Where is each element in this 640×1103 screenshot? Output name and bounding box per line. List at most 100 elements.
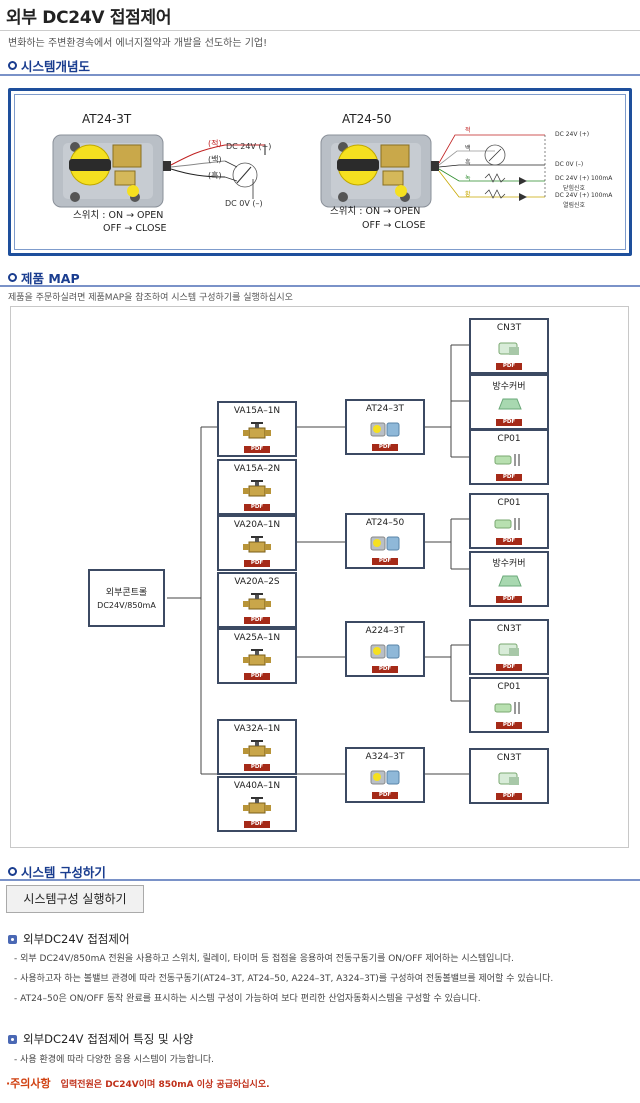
pdf-link[interactable]: PDF: [244, 446, 270, 453]
cp-thumbnail-icon: [494, 702, 520, 714]
node-label: AT24–3T: [365, 404, 405, 414]
node-label: CN3T: [496, 323, 522, 333]
actuator-thumbnail-icon: [370, 644, 400, 659]
section-divider: [0, 285, 640, 287]
closed-signal-label: 닫힘신호: [563, 185, 586, 192]
right-dc-positive: DC 24V (+): [555, 131, 590, 138]
wire-label-5: 황: [465, 191, 471, 198]
pdf-link[interactable]: PDF: [496, 664, 522, 671]
pdf-link[interactable]: PDF: [372, 666, 398, 673]
wire-label-red: (적): [208, 139, 222, 148]
square-bullet-icon: [8, 1034, 17, 1044]
node-label: CP01: [497, 682, 521, 692]
accessory-node[interactable]: CN3T PDF: [469, 619, 549, 675]
concept-drawing: [52, 134, 546, 208]
valve-node[interactable]: VA25A–1N PDF: [217, 628, 297, 684]
pdf-link[interactable]: PDF: [244, 504, 270, 511]
valve-thumbnail-icon: [243, 422, 271, 439]
valve-thumbnail-icon: [243, 740, 271, 757]
valve-thumbnail-icon: [243, 480, 271, 497]
pdf-link[interactable]: PDF: [372, 558, 398, 565]
right-switch-on-label: 스위치 : ON → OPEN: [330, 206, 421, 217]
pdf-link[interactable]: PDF: [496, 419, 522, 426]
valve-node[interactable]: VA15A–1N PDF: [217, 401, 297, 457]
pdf-link[interactable]: PDF: [496, 793, 522, 800]
accessory-node[interactable]: 방수커버 PDF: [469, 551, 549, 607]
node-label: 방수커버: [492, 382, 526, 392]
pdf-link[interactable]: PDF: [244, 560, 270, 567]
wire-label-2: 백: [465, 145, 471, 152]
pdf-link[interactable]: PDF: [244, 617, 270, 624]
connector-thumbnail-icon: [498, 342, 519, 355]
cover-thumbnail-icon: [498, 575, 522, 587]
section-divider: [0, 879, 640, 881]
wire-label-white: (백): [208, 155, 222, 164]
valve-node[interactable]: VA20A–2S PDF: [217, 572, 297, 628]
valve-node[interactable]: VA15A–2N PDF: [217, 459, 297, 515]
actuator-node[interactable]: AT24–3T PDF: [345, 399, 425, 455]
valve-thumbnail-icon: [243, 536, 271, 553]
map-description: 제품을 주문하실려면 제품MAP을 참조하여 시스템 구성하기를 실행하십시오: [8, 293, 293, 303]
pdf-link[interactable]: PDF: [244, 821, 270, 828]
pdf-link[interactable]: PDF: [244, 673, 270, 680]
node-label: CN3T: [496, 624, 522, 634]
caution-text: 입력전원은 DC24V이며 850mA 이상 공급하십시오.: [60, 1080, 270, 1090]
connector-thumbnail-icon: [498, 643, 519, 656]
description-line: - 외부 DC24V/850mA 전원을 사용하고 스위치, 릴레이, 타이머 …: [14, 954, 514, 964]
node-label: CP01: [497, 434, 521, 444]
pdf-link[interactable]: PDF: [372, 792, 398, 799]
pdf-link[interactable]: PDF: [496, 363, 522, 370]
description-line: - 사용 환경에 따라 다양한 응용 시스템이 가능합니다.: [14, 1055, 215, 1065]
wire-label-3: 흑: [465, 159, 471, 166]
caution-label: ·주의사항: [6, 1077, 51, 1090]
node-label: 방수커버: [492, 559, 526, 569]
external-control-node: 외부콘트롤 DC24V/850mA: [88, 569, 165, 627]
closed-signal-spec: DC 24V (+) 100mA: [555, 175, 613, 182]
node-label: VA32A–1N: [233, 724, 281, 734]
valve-thumbnail-icon: [243, 797, 271, 814]
open-signal-spec: DC 24V (+) 100mA: [555, 192, 613, 199]
pdf-link[interactable]: PDF: [372, 444, 398, 451]
right-switch-off-label: OFF → CLOSE: [362, 220, 426, 231]
wire-label-1: 적: [465, 127, 471, 134]
pdf-link[interactable]: PDF: [496, 538, 522, 545]
subsection-heading-features: 외부DC24V 접점제어 특징 및 사양: [8, 1031, 193, 1047]
description-line: - 사용하고자 하는 볼밸브 관경에 따라 전동구동기(AT24–3T, AT2…: [14, 974, 554, 984]
switch-on-label: 스위치 : ON → OPEN: [73, 210, 164, 221]
run-system-builder-button[interactable]: 시스템구성 실행하기: [6, 885, 144, 913]
node-label: AT24–50: [365, 518, 405, 528]
pdf-link[interactable]: PDF: [496, 722, 522, 729]
accessory-node[interactable]: 방수커버 PDF: [469, 374, 549, 430]
valve-thumbnail-icon: [243, 593, 271, 610]
pdf-link[interactable]: PDF: [496, 596, 522, 603]
map-connectors: [167, 344, 469, 775]
pdf-link[interactable]: PDF: [244, 764, 270, 771]
switch-off-label: OFF → CLOSE: [103, 223, 167, 234]
pdf-link[interactable]: PDF: [496, 474, 522, 481]
cp-thumbnail-icon: [494, 454, 520, 466]
valve-node[interactable]: VA32A–1N PDF: [217, 719, 297, 775]
system-concept-diagram: AT24-3T (적) DC 24V (+) (백) (흑) DC 0V (–)…: [8, 88, 632, 256]
description-line: - AT24–50은 ON/OFF 동작 완료를 표시하는 시스템 구성이 가능…: [14, 994, 481, 1004]
node-label: VA20A–2S: [234, 577, 280, 587]
section-heading-concept: 시스템개념도: [8, 56, 90, 75]
accessory-node[interactable]: CN3T PDF: [469, 318, 549, 374]
header-divider: [0, 30, 640, 31]
valve-thumbnail-icon: [243, 649, 271, 666]
node-label: VA15A–1N: [233, 406, 281, 416]
node-label: VA25A–1N: [233, 633, 281, 643]
actuator-thumbnail-icon: [370, 536, 400, 551]
node-label: VA15A–2N: [233, 464, 281, 474]
page-title: 외부 DC24V 접점제어: [6, 8, 172, 28]
actuator-at24-3t-image: [52, 134, 171, 208]
section-heading-system: 시스템 구성하기: [8, 862, 106, 881]
